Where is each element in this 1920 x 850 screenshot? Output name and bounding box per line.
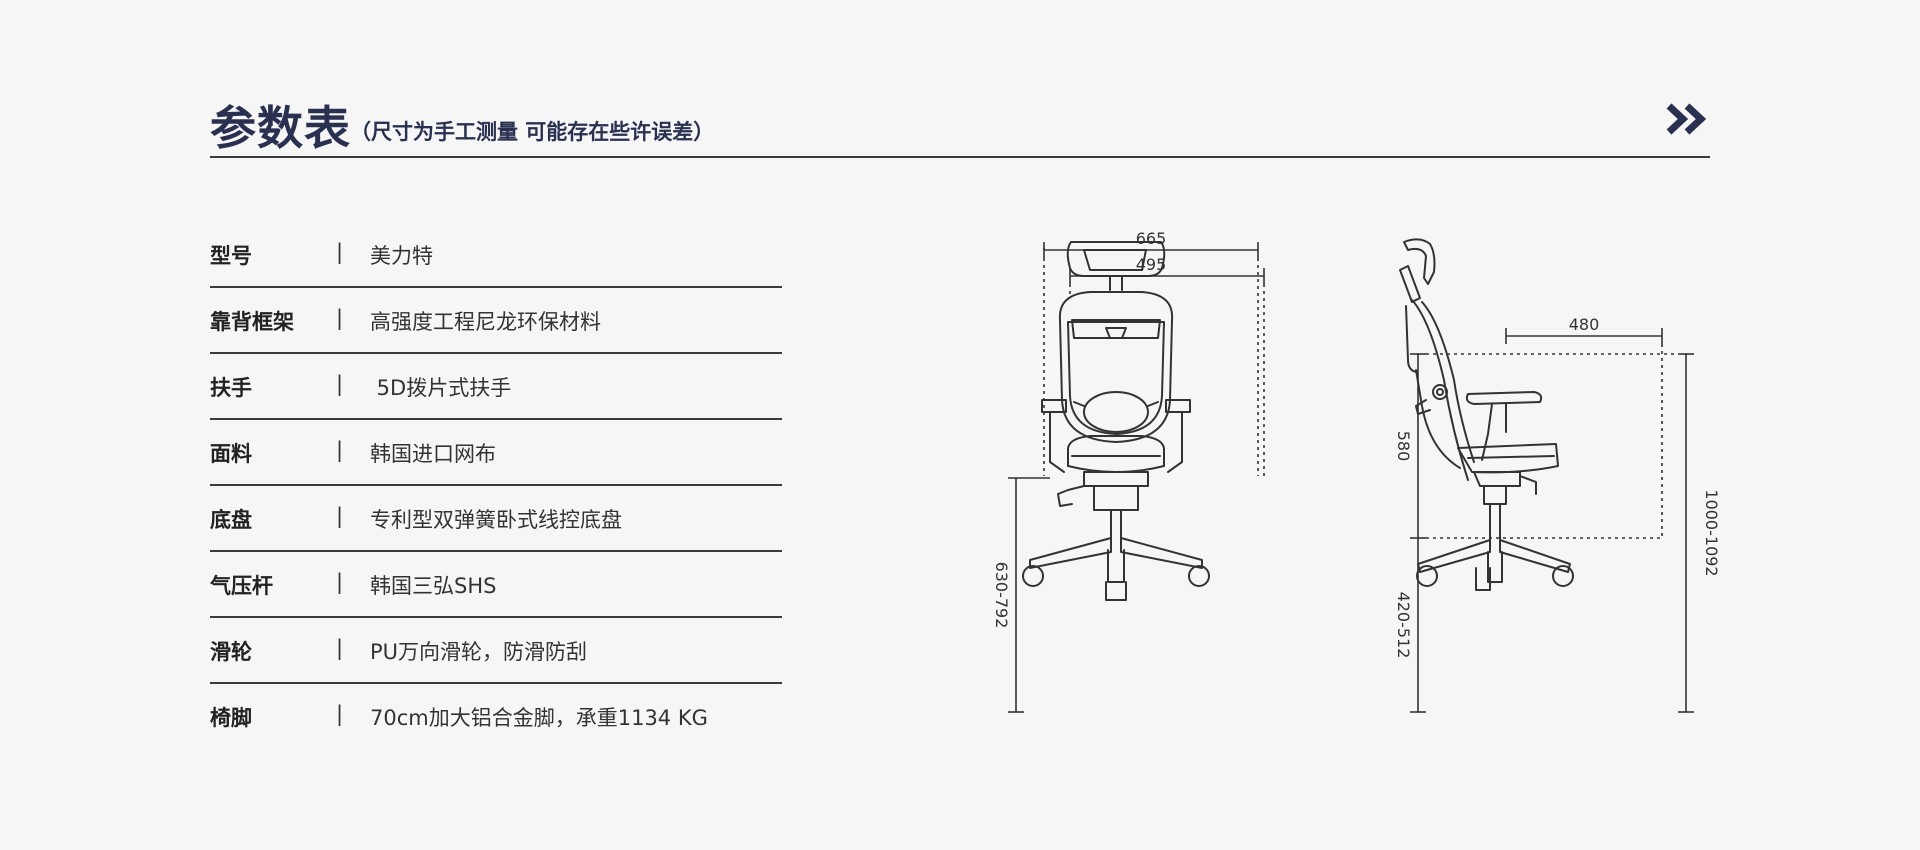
spec-label: 扶手: [210, 376, 252, 400]
spec-row-frame: 靠背框架 | 高强度工程尼龙环保材料: [210, 288, 782, 354]
double-chevron-right-icon[interactable]: [1665, 102, 1711, 136]
dim-side-back-height: 580: [1394, 431, 1413, 462]
dimension-lines: [1008, 242, 1694, 713]
spec-label: 型号: [210, 244, 252, 268]
spec-row-model: 型号 | 美力特: [210, 222, 782, 288]
spec-table: 型号 | 美力特 靠背框架 | 高强度工程尼龙环保材料 扶手 | 5D拨片式扶手…: [210, 222, 782, 748]
chair-dimension-drawing: 665 495 630-792 480 580 420-512 1000-1092: [960, 210, 1721, 730]
spec-value: 韩国进口网布: [370, 442, 496, 466]
header-divider: [210, 156, 1710, 158]
header: 参数表 （尺寸为手工测量 可能存在些许误差）: [210, 92, 1710, 160]
dim-front-seat-height: 630-792: [992, 562, 1011, 629]
spec-row-fabric: 面料 | 韩国进口网布: [210, 420, 782, 486]
spec-value: 高强度工程尼龙环保材料: [370, 310, 601, 334]
spec-separator: |: [336, 570, 344, 594]
dim-side-seat-depth: 480: [1569, 315, 1600, 334]
dim-side-seat-height: 420-512: [1394, 592, 1413, 659]
side-view-chair: [1399, 238, 1574, 591]
chair-diagram-svg: 665 495 630-792 480 580 420-512 1000-1092: [992, 229, 1721, 713]
dimension-guides: [1043, 258, 1678, 539]
spec-separator: |: [336, 438, 344, 462]
spec-separator: |: [336, 504, 344, 528]
spec-row-gas-lift: 气压杆 | 韩国三弘SHS: [210, 552, 782, 618]
spec-value: 5D拨片式扶手: [370, 376, 512, 400]
spec-separator: |: [336, 702, 344, 726]
spec-row-armrest: 扶手 | 5D拨片式扶手: [210, 354, 782, 420]
spec-value: PU万向滑轮，防滑防刮: [370, 640, 588, 664]
spec-row-base: 椅脚 | 70cm加大铝合金脚，承重1134 KG: [210, 684, 782, 748]
spec-separator: |: [336, 636, 344, 660]
spec-label: 靠背框架: [210, 310, 294, 334]
spec-value: 美力特: [370, 244, 433, 268]
spec-separator: |: [336, 240, 344, 264]
spec-row-casters: 滑轮 | PU万向滑轮，防滑防刮: [210, 618, 782, 684]
dim-front-total-width: 665: [1136, 229, 1167, 248]
dim-front-back-width: 495: [1136, 255, 1167, 274]
spec-value: 70cm加大铝合金脚，承重1134 KG: [370, 706, 708, 730]
front-view-chair: [1022, 241, 1210, 601]
spec-label: 椅脚: [210, 706, 252, 730]
page-title: 参数表: [210, 101, 351, 155]
dim-side-total-height: 1000-1092: [1702, 489, 1720, 576]
spec-separator: |: [336, 372, 344, 396]
spec-value: 韩国三弘SHS: [370, 574, 497, 598]
page-subtitle: （尺寸为手工测量 可能存在些许误差）: [350, 120, 715, 144]
spec-value: 专利型双弹簧卧式线控底盘: [370, 508, 622, 532]
spec-row-chassis: 底盘 | 专利型双弹簧卧式线控底盘: [210, 486, 782, 552]
spec-label: 气压杆: [210, 574, 273, 598]
spec-label: 面料: [210, 442, 252, 466]
spec-separator: |: [336, 306, 344, 330]
spec-label: 滑轮: [210, 640, 252, 664]
spec-label: 底盘: [210, 508, 252, 532]
